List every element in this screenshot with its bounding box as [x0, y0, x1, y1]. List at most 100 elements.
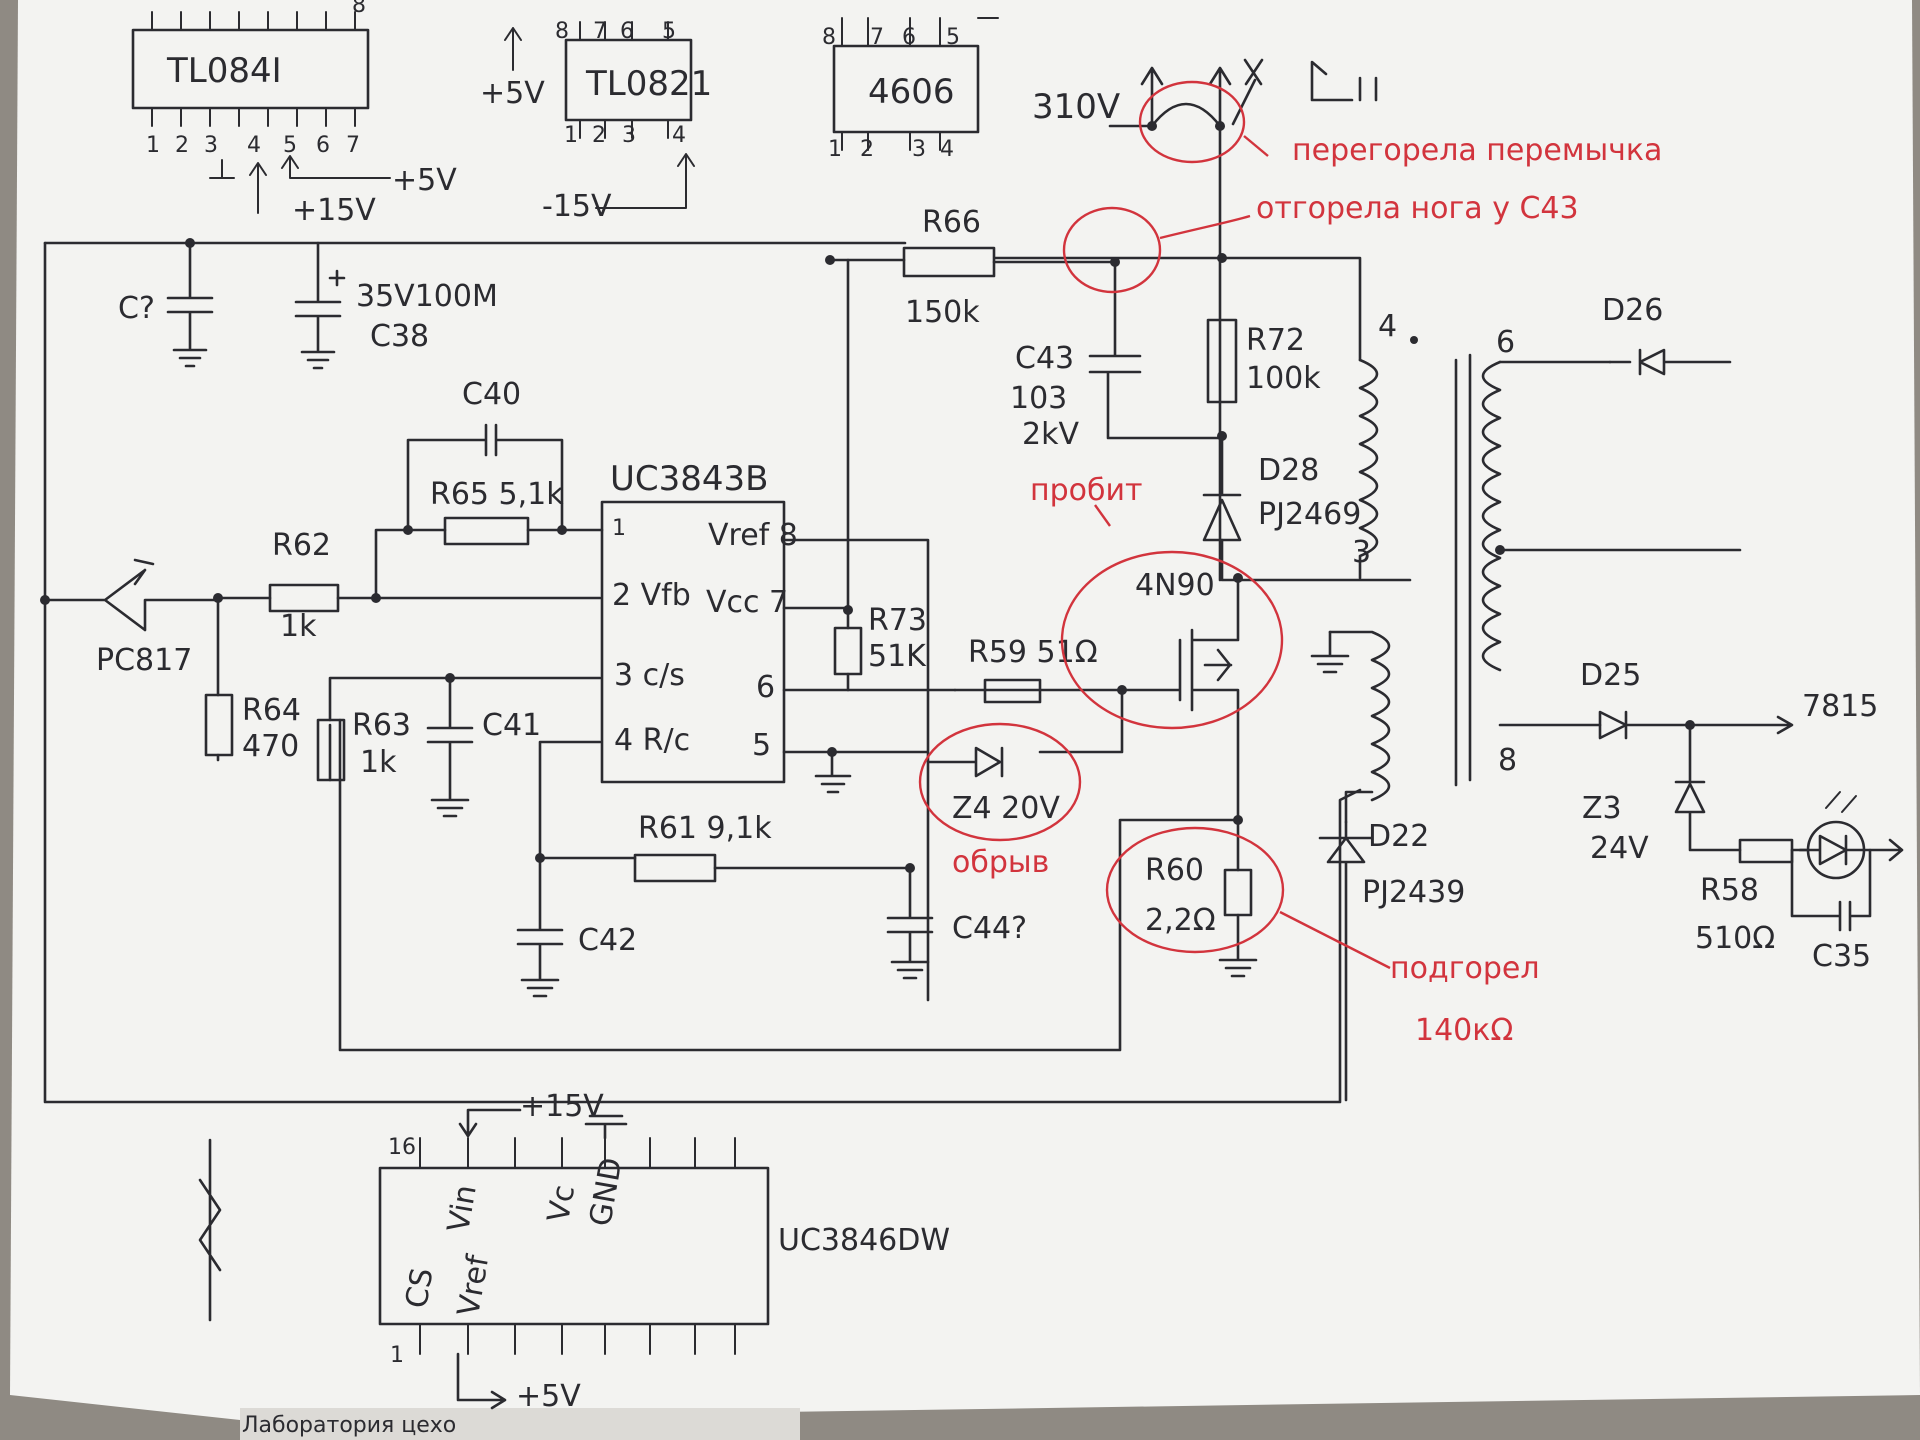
- r63-value: 1k: [360, 745, 397, 780]
- hv-input: 310V: [1032, 58, 1378, 582]
- z3-value: 24V: [1590, 831, 1649, 866]
- r72-value: 100k: [1246, 361, 1321, 396]
- ic4606-pin1: 1: [828, 137, 842, 162]
- c41-label: C41: [482, 708, 541, 743]
- tl082-pin6: 6: [620, 19, 634, 44]
- r60-name: R60: [1145, 853, 1204, 888]
- tl082-pin1: 1: [564, 123, 578, 148]
- r66-name: R66: [922, 205, 981, 240]
- z4-label: Z4 20V: [952, 791, 1060, 826]
- uc3843-name: UC3843B: [610, 459, 768, 499]
- uc3846-pin16: 16: [388, 1135, 416, 1160]
- footer-strip: [240, 1408, 800, 1440]
- d28-name: D28: [1258, 453, 1319, 488]
- r73-value: 51K: [868, 639, 927, 674]
- r66-value: 150k: [905, 295, 980, 330]
- c43-value: 103: [1010, 381, 1067, 416]
- tl084-supply-a: +15V: [292, 193, 376, 228]
- uc3843-pin2: 2 Vfb: [612, 578, 691, 613]
- uc3843-pin8: Vref 8: [708, 518, 798, 553]
- transformer: 4 3 6 8: [1310, 309, 1742, 824]
- ic4606-pin7: 7: [870, 25, 884, 50]
- tl082-pin7: 7: [593, 19, 607, 44]
- ic4606-pin3: 3: [912, 137, 926, 162]
- r72-name: R72: [1246, 323, 1305, 358]
- uc3846-cs: CS: [399, 1265, 440, 1310]
- c35-label: C35: [1812, 939, 1871, 974]
- r65-label: R65 5,1k: [430, 477, 564, 512]
- tl082-pin4: 4: [672, 123, 686, 148]
- tl084-pin7: 7: [346, 133, 360, 158]
- uc3846-vc: Vc: [541, 1182, 582, 1225]
- tl082-supply-pos: +5V: [480, 76, 545, 111]
- d28-part: PJ2469: [1258, 497, 1361, 532]
- d26-label: D26: [1602, 293, 1663, 328]
- red-annotations: перегорела перемычка отгорела нога у C43…: [918, 80, 1662, 1048]
- d26: D26: [1602, 293, 1732, 376]
- d25-label: D25: [1580, 658, 1641, 693]
- z3-name: Z3: [1582, 791, 1622, 826]
- paper-background: [10, 0, 1920, 1420]
- tl082-supply-neg: -15V: [542, 189, 612, 224]
- uc3846-vin: Vin: [441, 1182, 484, 1235]
- tl084-ic: TL084I 8 1 2 3 4 5 6 7 +15V +5V: [131, 0, 457, 228]
- feedback-network: PC817 R62 1k C40 R65 5,1k R64 470 R63 1k…: [40, 377, 1027, 998]
- r64-name: R64: [242, 693, 301, 728]
- tl082-pin3: 3: [622, 123, 636, 148]
- r64-value: 470: [242, 729, 299, 764]
- c44-label: C44?: [952, 911, 1027, 946]
- tl084-pin8: 8: [352, 0, 366, 18]
- c-unknown-label: C?: [118, 291, 155, 326]
- uc3843-pin3: 3 c/s: [614, 658, 685, 693]
- d22-part: PJ2439: [1362, 875, 1465, 910]
- tl082-ic: TL0821 8 7 6 5 1 2 3 4 +5V -15V: [480, 19, 712, 224]
- c43-voltage: 2kV: [1022, 417, 1079, 452]
- r59: R59 51Ω: [953, 635, 1127, 754]
- pc817-label: PC817: [96, 643, 192, 678]
- ic4606-pin4: 4: [940, 137, 954, 162]
- tl084-pin1: 1: [146, 133, 160, 158]
- mosfet-label: 4N90: [1135, 568, 1215, 603]
- hv-label: 310V: [1032, 87, 1120, 127]
- r73-name: R73: [868, 603, 927, 638]
- annotation-c43-leg: отгорела нога у C43: [1256, 191, 1579, 226]
- r73: R73 51K: [833, 603, 927, 692]
- annotation-burned: подгорел: [1390, 951, 1540, 986]
- r58-value: 510Ω: [1695, 921, 1775, 956]
- ic4606-pin6: 6: [902, 25, 916, 50]
- tl084-pin5: 5: [283, 133, 297, 158]
- uc3846-name: UC3846DW: [778, 1223, 950, 1258]
- uc3846-pin1: 1: [390, 1343, 404, 1368]
- reg7815-label: 7815: [1802, 689, 1878, 724]
- uc3843-pin6: 6: [756, 670, 775, 705]
- tl084-pin3: 3: [204, 133, 218, 158]
- d22-name: D22: [1368, 819, 1429, 854]
- c38-value: 35V100M: [356, 279, 498, 314]
- annotation-burned-value: 140кΩ: [1415, 1013, 1513, 1048]
- annotation-jumper: перегорела перемычка: [1292, 133, 1662, 168]
- ic4606-pin8: 8: [822, 25, 836, 50]
- ic4606-name: 4606: [868, 72, 955, 112]
- r58-name: R58: [1700, 873, 1759, 908]
- uc3843-pin7: Vcc 7: [706, 585, 788, 620]
- d22: D22 PJ2439: [1318, 819, 1465, 1102]
- r63-name: R63: [352, 708, 411, 743]
- tl084-pin6: 6: [316, 133, 330, 158]
- uc3843-pin1: 1: [612, 516, 626, 541]
- uc3843-pin4: 4 R/c: [614, 723, 690, 758]
- tl082-pin5: 5: [662, 19, 676, 44]
- tx-pin8: 8: [1498, 743, 1517, 778]
- tl084-supply-b: +5V: [392, 163, 457, 198]
- tl082-pin8: 8: [555, 19, 569, 44]
- c43-name: C43: [1015, 341, 1074, 376]
- tx-pin3: 3: [1352, 535, 1371, 570]
- annotation-breakdown: пробит: [1030, 473, 1143, 508]
- r62-value: 1k: [280, 609, 317, 644]
- tl082-pin2: 2: [592, 123, 606, 148]
- ic4606: 4606 8 7 6 5 1 2 3 4: [822, 17, 999, 162]
- r59-label: R59 51Ω: [968, 635, 1098, 670]
- ic4606-pin5: 5: [946, 25, 960, 50]
- ic4606-pin2: 2: [860, 137, 874, 162]
